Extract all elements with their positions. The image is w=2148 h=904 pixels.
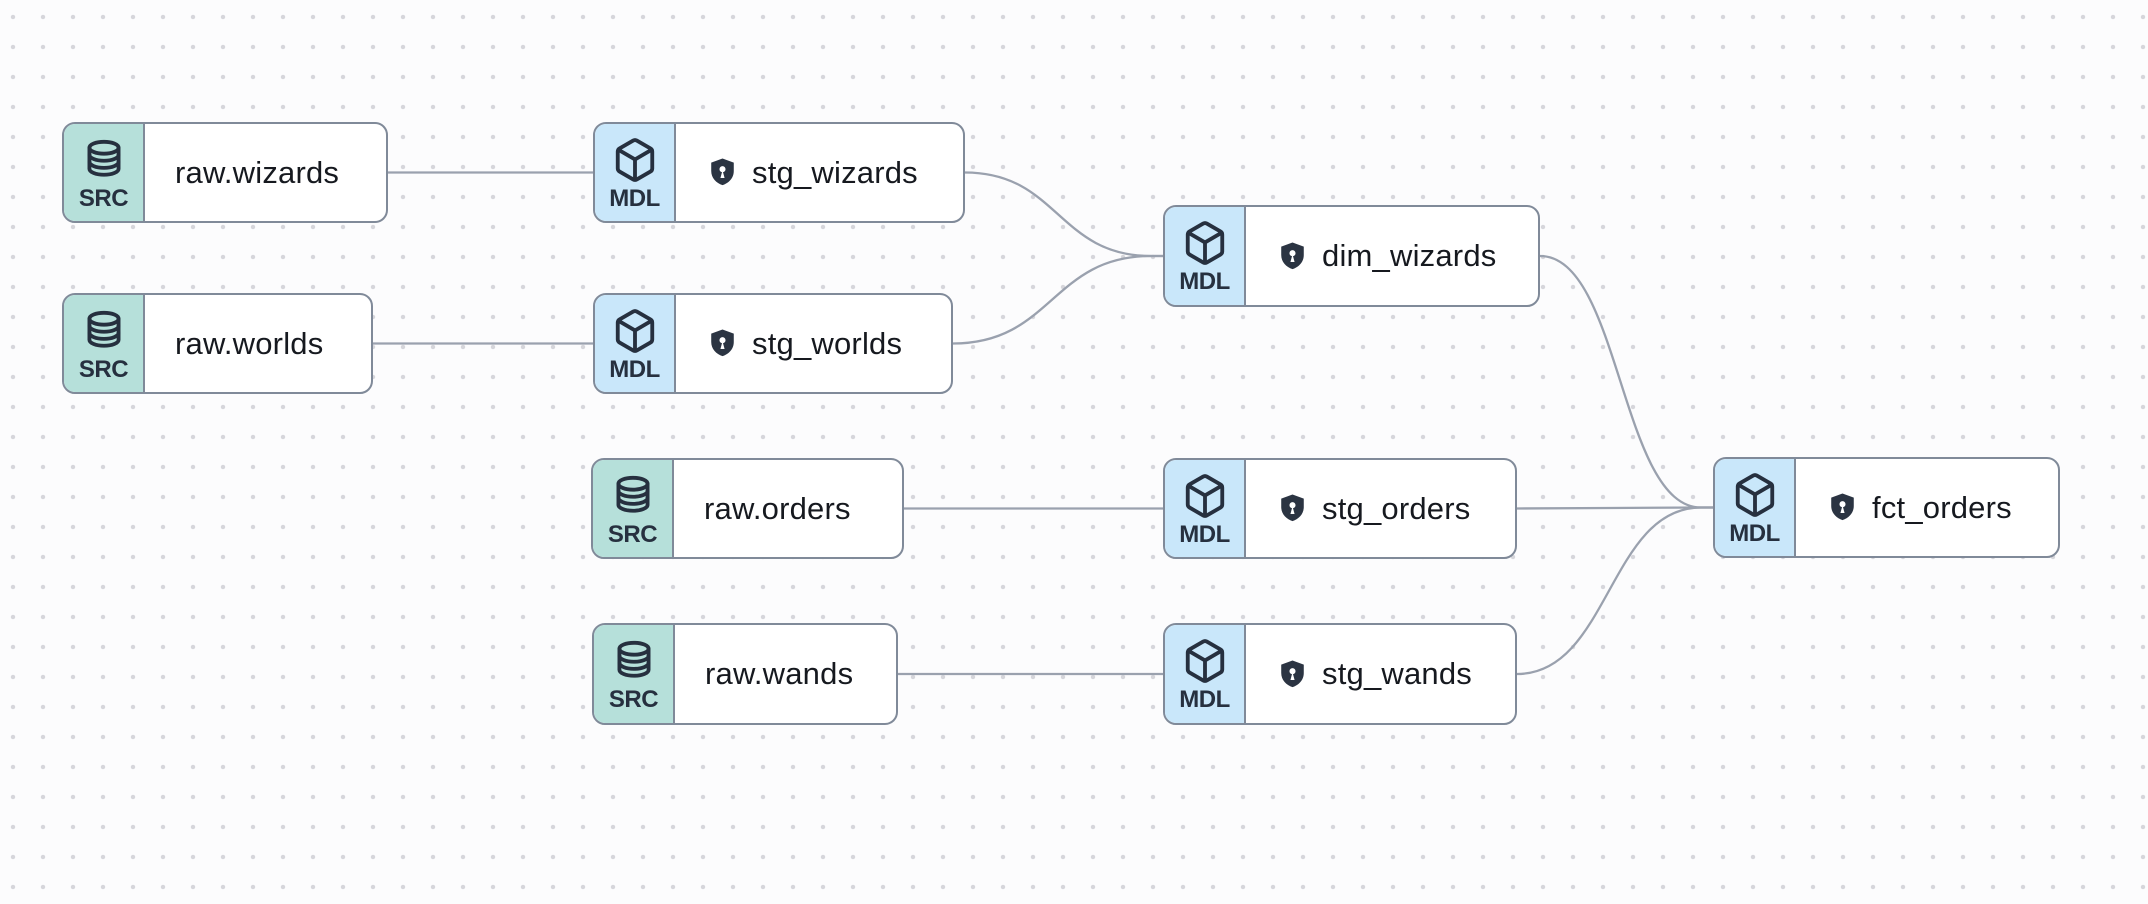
edge-dim_wizards-to-fct_orders [1539, 254, 1713, 509]
node-type-label: MDL [1179, 520, 1230, 548]
node-body: raw.wizards [145, 124, 386, 221]
cube-icon [1182, 638, 1228, 684]
node-type-badge: SRC [594, 625, 675, 723]
database-icon [81, 308, 127, 354]
edge-stg_orders-to-fct_orders [1516, 506, 1713, 510]
node-name-label: stg_wands [1322, 656, 1473, 691]
node-type-label: MDL [609, 184, 660, 212]
shield-icon [1276, 658, 1309, 691]
node-raw_worlds[interactable]: SRC raw.worlds [62, 293, 373, 394]
node-fct_orders[interactable]: MDL fct_orders [1713, 457, 2060, 558]
node-body: raw.wands [675, 625, 896, 723]
node-type-badge: MDL [595, 295, 676, 392]
node-type-badge: MDL [1715, 459, 1796, 556]
node-type-label: SRC [607, 520, 658, 548]
cube-icon [1182, 473, 1228, 519]
shield-icon [1276, 492, 1309, 525]
node-type-badge: SRC [593, 460, 674, 557]
database-icon [611, 638, 657, 684]
node-type-badge: MDL [1165, 625, 1246, 723]
node-name-label: dim_wizards [1322, 238, 1497, 273]
node-name-label: stg_worlds [752, 325, 903, 361]
node-type-label: SRC [78, 355, 129, 383]
database-icon [81, 137, 127, 183]
node-raw_wands[interactable]: SRC raw.wands [592, 623, 898, 725]
node-type-badge: MDL [1165, 207, 1246, 305]
node-type-badge: SRC [64, 295, 145, 392]
node-raw_orders[interactable]: SRC raw.orders [591, 458, 904, 559]
node-type-label: MDL [1179, 268, 1230, 295]
node-body: stg_wizards [676, 124, 963, 221]
node-stg_worlds[interactable]: MDL stg_worlds [593, 293, 953, 394]
cube-icon [612, 308, 658, 354]
node-name-label: raw.orders [704, 490, 851, 526]
edge-stg_wizards-to-dim_wizards [964, 171, 1163, 258]
node-name-label: raw.wands [705, 656, 854, 691]
database-icon [610, 473, 656, 519]
node-name-label: raw.wizards [175, 154, 340, 190]
node-type-badge: MDL [595, 124, 676, 221]
node-type-label: MDL [1729, 519, 1780, 547]
node-stg_orders[interactable]: MDL stg_orders [1163, 458, 1517, 559]
node-type-badge: MDL [1165, 460, 1246, 557]
node-dim_wizards[interactable]: MDL dim_wizards [1163, 205, 1540, 307]
node-body: stg_worlds [676, 295, 951, 392]
shield-icon [706, 156, 739, 189]
cube-icon [1732, 472, 1778, 518]
node-stg_wizards[interactable]: MDL stg_wizards [593, 122, 965, 223]
node-name-label: raw.worlds [175, 325, 324, 361]
node-type-label: MDL [1179, 686, 1230, 713]
edge-stg_wands-to-fct_orders [1516, 506, 1713, 676]
shield-icon [1826, 491, 1859, 524]
node-type-label: SRC [608, 686, 659, 713]
shield-icon [1276, 240, 1309, 273]
node-type-badge: SRC [64, 124, 145, 221]
node-body: raw.orders [674, 460, 902, 557]
node-body: stg_wands [1246, 625, 1515, 723]
node-name-label: stg_wizards [752, 154, 918, 190]
node-raw_wizards[interactable]: SRC raw.wizards [62, 122, 388, 223]
node-type-label: MDL [609, 355, 660, 383]
node-type-label: SRC [78, 184, 129, 212]
edge-stg_worlds-to-dim_wizards [952, 254, 1163, 345]
node-body: raw.worlds [145, 295, 371, 392]
node-stg_wands[interactable]: MDL stg_wands [1163, 623, 1517, 725]
shield-icon [706, 327, 739, 360]
node-name-label: stg_orders [1322, 490, 1471, 526]
cube-icon [612, 137, 658, 183]
node-body: dim_wizards [1246, 207, 1538, 305]
node-body: fct_orders [1796, 459, 2058, 556]
cube-icon [1182, 220, 1228, 266]
node-name-label: fct_orders [1872, 489, 2012, 525]
node-body: stg_orders [1246, 460, 1515, 557]
